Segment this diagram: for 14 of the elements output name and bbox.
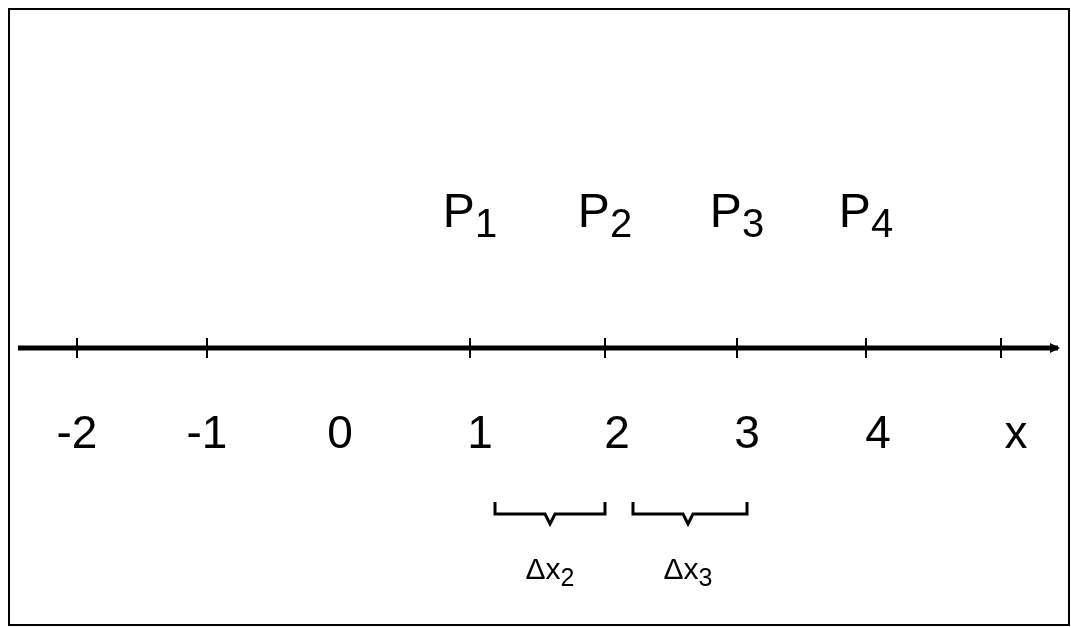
point-label: P$_{2}$ <box>577 186 633 244</box>
point-label: P$_{4}$ <box>838 186 894 244</box>
tick-label: 2 <box>604 409 630 455</box>
tick-label: -2 <box>56 409 98 455</box>
point-label: P$_{1}$ <box>442 186 498 244</box>
tick-label: 3 <box>734 409 760 455</box>
interval-label: Δx$_{3}$ <box>663 554 713 590</box>
point-label: P$_{3}$ <box>709 186 765 244</box>
axis-label: x <box>1004 409 1028 455</box>
tick-label: 0 <box>327 409 353 455</box>
tick-label: -1 <box>186 409 228 455</box>
interval-label: Δx$_{2}$ <box>525 554 575 590</box>
tick-label: 1 <box>467 409 493 455</box>
tick-label: 4 <box>865 409 891 455</box>
